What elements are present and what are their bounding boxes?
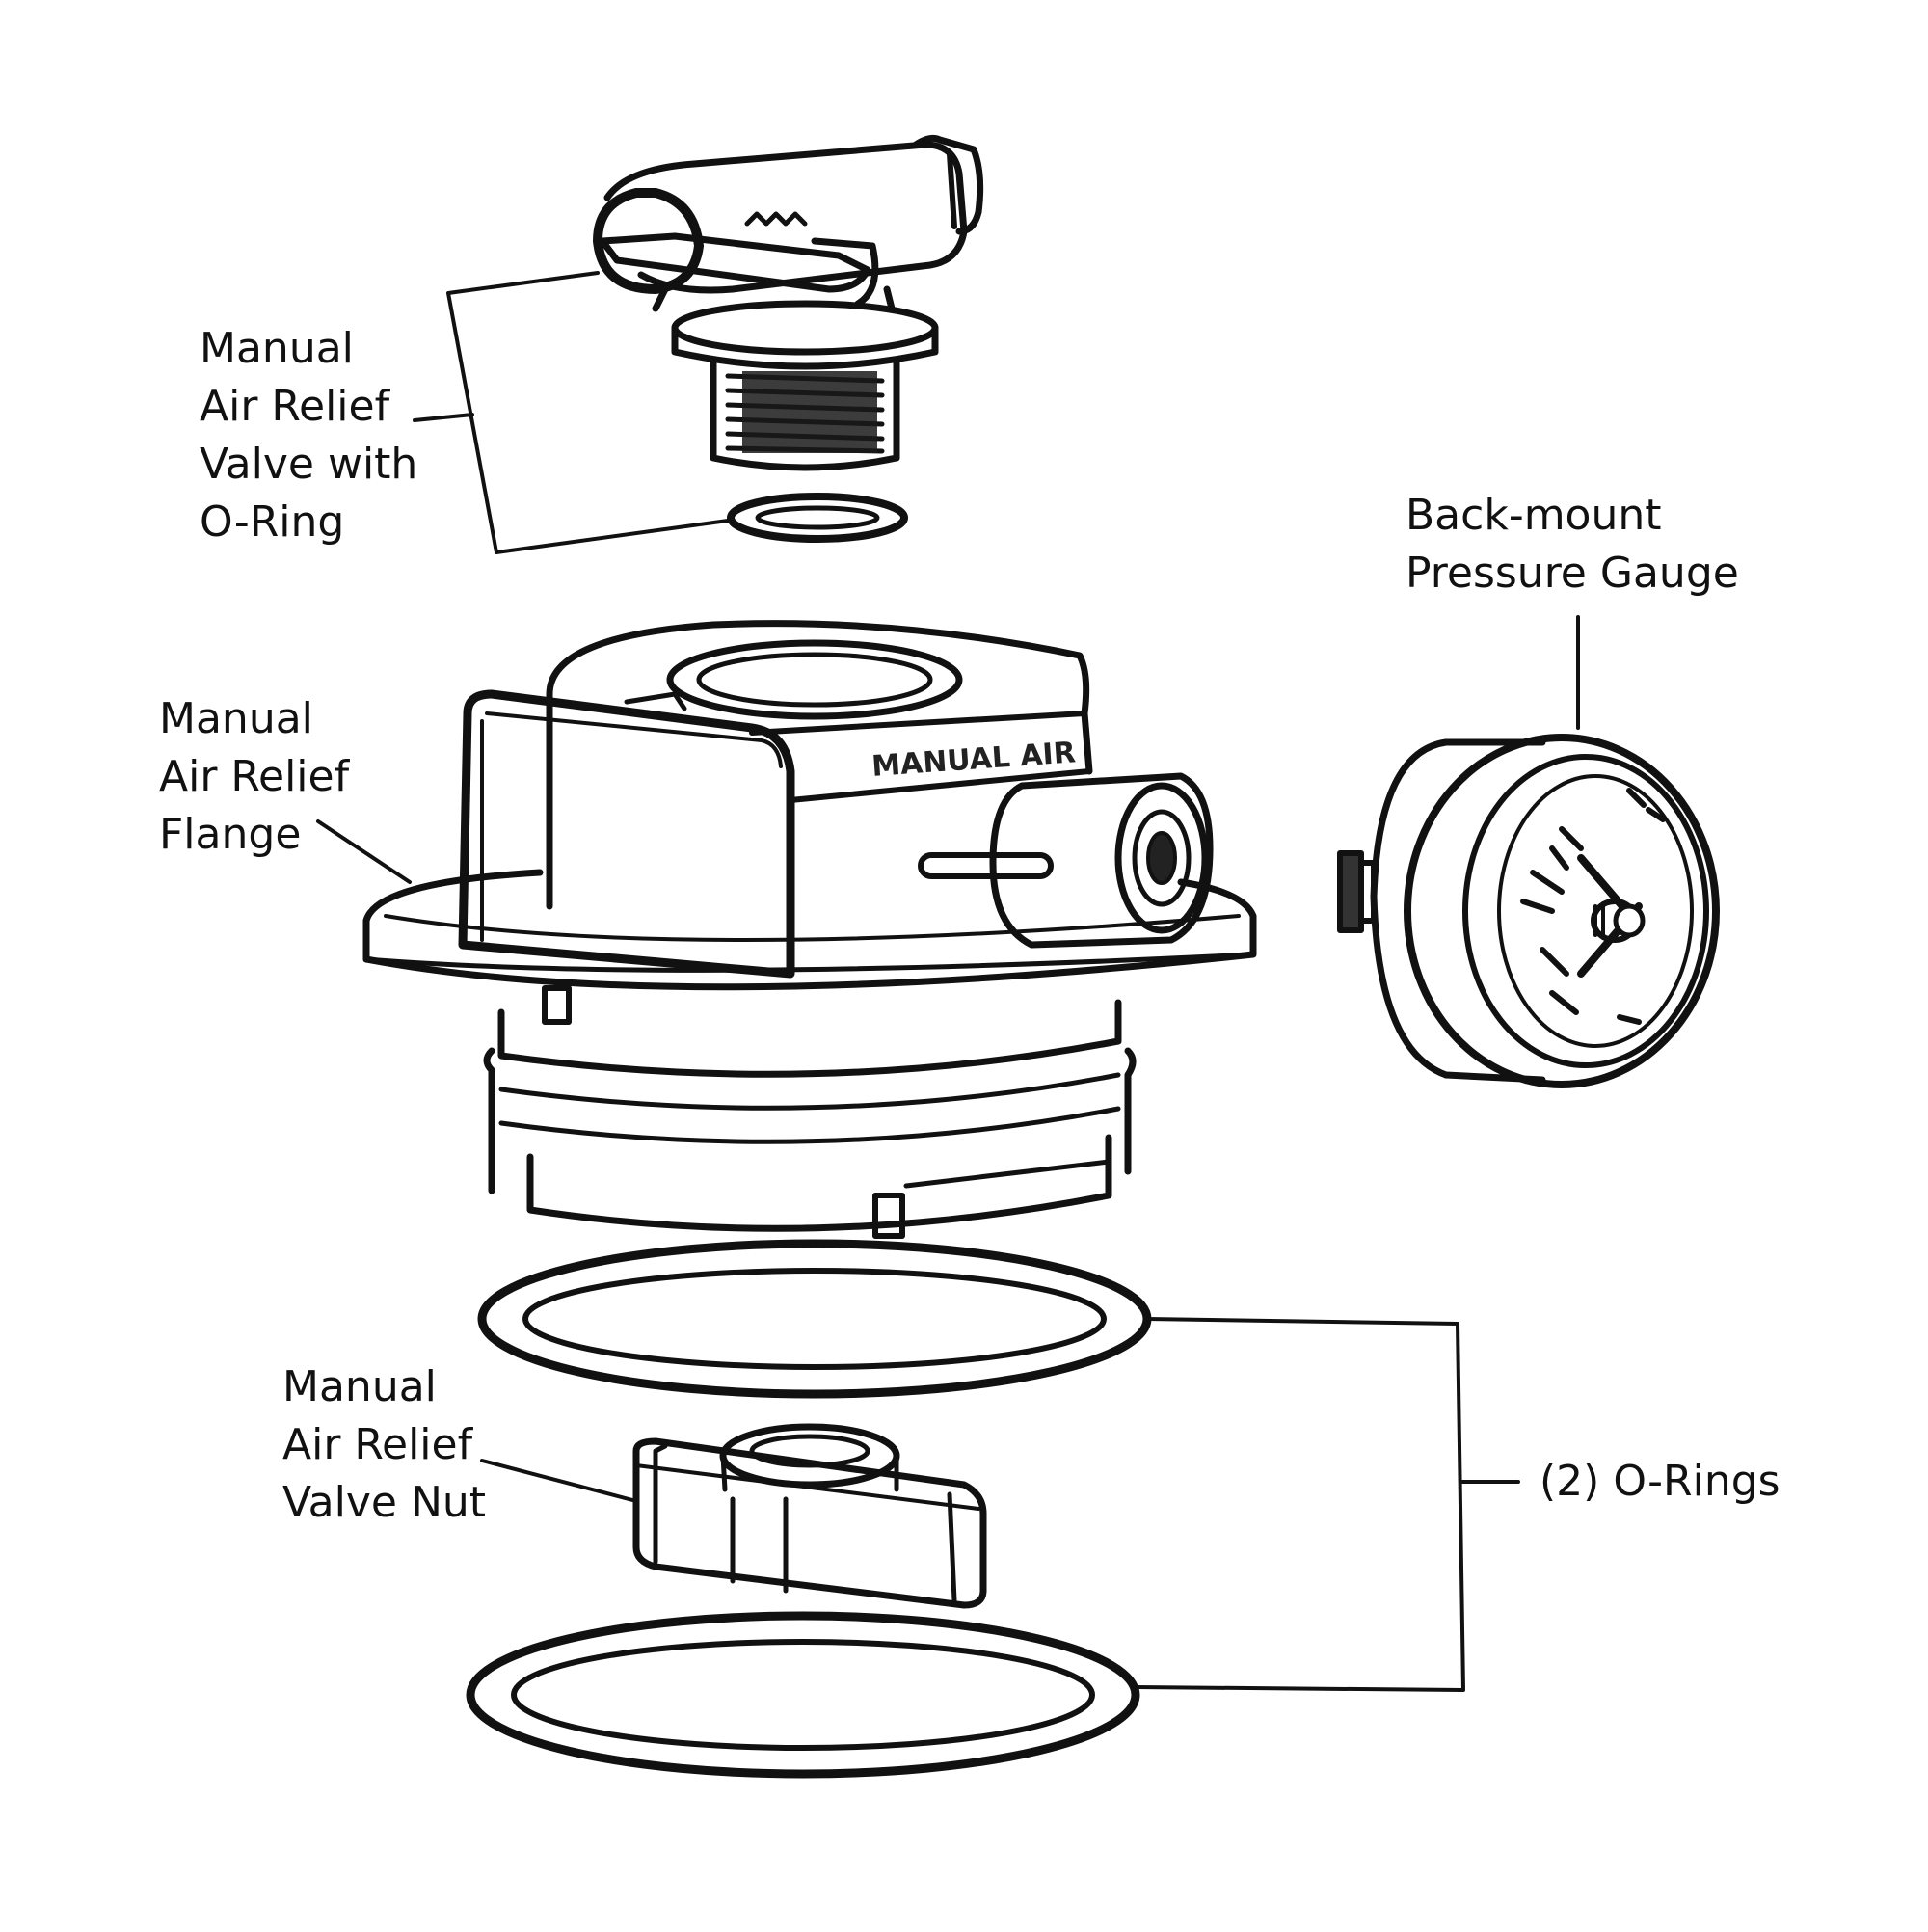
label-line: Valve with [200,440,418,489]
label-line: Air Relief [159,752,350,801]
nut-leader [480,1459,638,1503]
label-line: Valve Nut [282,1478,487,1527]
upper-o-ring [477,1239,1152,1399]
label-line: Manual [200,324,354,373]
label-line: Manual [159,694,313,743]
label-line: Pressure Gauge [1406,549,1739,598]
air-relief-flange-part [362,620,1257,1239]
valve-bracket-line [446,271,730,554]
lower-o-ring [466,1611,1140,1779]
label-flange: Manual Air Relief Flange [159,690,349,864]
flange-leader [316,819,412,884]
pressure-gauge-part [1337,734,1720,1088]
label-line: Back-mount [1406,491,1662,540]
label-o-rings: (2) O-Rings [1540,1453,1781,1511]
label-line: Air Relief [282,1420,473,1469]
label-back-mount-gauge: Back-mount Pressure Gauge [1406,487,1739,603]
label-valve-with-oring: Manual Air Relief Valve with O-Ring [200,320,417,551]
label-line: Flange [159,810,302,859]
air-relief-valve-part [593,134,984,471]
leader-lines [316,271,1580,1692]
o-rings-bracket-line [1134,1317,1465,1692]
label-line: O-Ring [200,497,345,547]
valve-o-ring [727,493,908,543]
label-line: (2) O-Rings [1540,1457,1781,1506]
label-line: Air Relief [200,382,390,431]
label-valve-nut: Manual Air Relief Valve Nut [282,1358,486,1532]
valve-nut-part [632,1423,987,1609]
label-line: Manual [282,1362,437,1411]
valve-label-leader [413,413,474,422]
